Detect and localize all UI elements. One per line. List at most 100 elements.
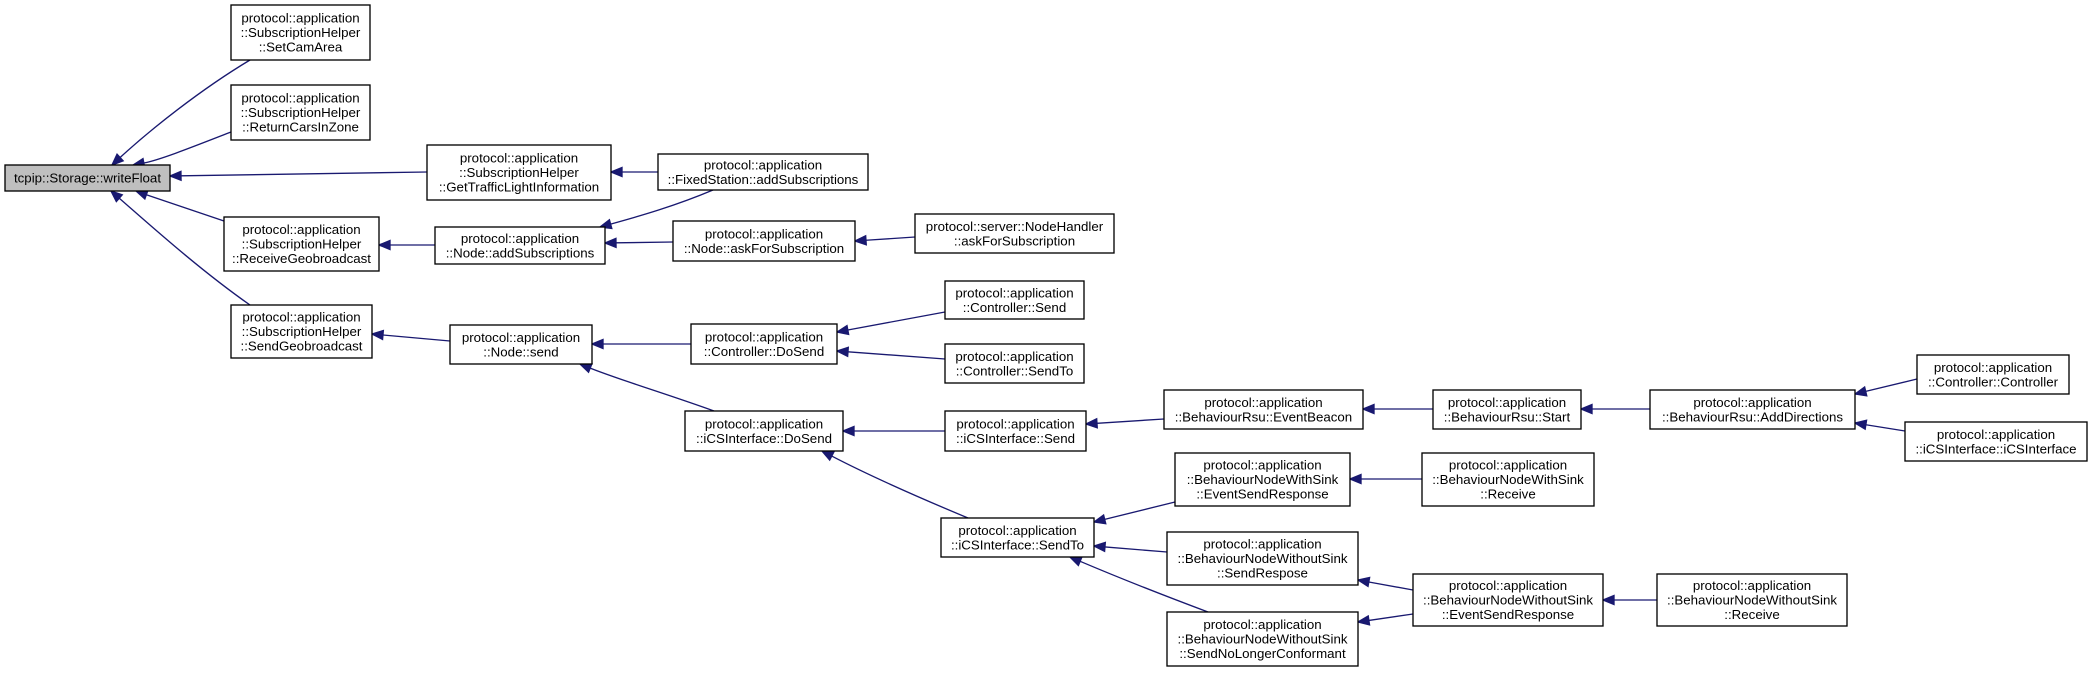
node-withsinkreceive[interactable]: protocol::application::BehaviourNodeWith… xyxy=(1421,452,1595,507)
node-ctrldosend[interactable]: protocol::application::Controller::DoSen… xyxy=(690,323,838,365)
arrowhead xyxy=(168,170,182,182)
node-writefloat[interactable]: tcpip::Storage::writeFloat xyxy=(4,164,171,192)
node-label-line: protocol::application xyxy=(705,416,823,431)
node-ctrlsend[interactable]: protocol::application::Controller::Send xyxy=(944,280,1085,320)
node-icsctor[interactable]: protocol::application::iCSInterface::iCS… xyxy=(1904,421,2088,462)
node-nodeaddsubs[interactable]: protocol::application::Node::addSubscrip… xyxy=(434,226,606,265)
call-graph-nodes: tcpip::Storage::writeFloatprotocol::appl… xyxy=(4,4,2088,667)
node-label-line: ::SubscriptionHelper xyxy=(242,237,362,252)
node-box xyxy=(1163,389,1364,430)
edge-line xyxy=(1368,613,1414,622)
node-box xyxy=(944,280,1085,320)
node-label-line: protocol::application xyxy=(242,310,360,325)
edge-ctrlsendto-to-ctrldosend xyxy=(835,346,946,360)
edge-line xyxy=(1865,424,1906,432)
node-box xyxy=(1412,573,1604,627)
edge-icssend-to-icsdosend xyxy=(841,425,945,437)
edge-line xyxy=(1096,418,1165,424)
node-withoutreceive[interactable]: protocol::application::BehaviourNodeWith… xyxy=(1656,573,1848,627)
edge-sendgeo-to-writefloat xyxy=(109,189,251,306)
edge-line xyxy=(847,311,946,331)
node-fixedstation[interactable]: protocol::application::FixedStation::add… xyxy=(657,153,869,191)
node-label-line: ::BehaviourRsu::Start xyxy=(1444,409,1571,424)
arrowhead xyxy=(109,189,124,203)
node-askforsub[interactable]: protocol::application::Node::askForSubsc… xyxy=(672,220,856,262)
node-label-line: ::iCSInterface::SendTo xyxy=(951,537,1084,552)
node-icsdosend[interactable]: protocol::application::iCSInterface::DoS… xyxy=(684,410,844,452)
edge-nodehandler-to-askforsub xyxy=(853,234,916,246)
node-label-line: protocol::application xyxy=(241,91,359,106)
node-nodesend[interactable]: protocol::application::Node::send xyxy=(449,324,593,365)
arrowhead xyxy=(1068,556,1083,567)
node-label-line: ::askForSubscription xyxy=(954,233,1075,248)
node-gettraffic[interactable]: protocol::application::SubscriptionHelpe… xyxy=(426,144,612,201)
arrowhead xyxy=(1356,576,1371,588)
edge-eventbeacon-to-icssend xyxy=(1084,417,1165,429)
node-nodehandler[interactable]: protocol::server::NodeHandler::askForSub… xyxy=(914,213,1115,254)
edge-receivegeo-to-writefloat xyxy=(134,189,225,222)
node-ctrlsendto[interactable]: protocol::application::Controller::SendT… xyxy=(944,343,1085,384)
node-label-line: protocol::application xyxy=(1203,617,1321,632)
arrowhead xyxy=(370,329,385,341)
arrowhead xyxy=(853,234,868,246)
node-withoutevent[interactable]: protocol::application::BehaviourNodeWith… xyxy=(1412,573,1604,627)
edge-line xyxy=(589,367,715,412)
node-icssendto[interactable]: protocol::application::iCSInterface::Sen… xyxy=(940,517,1095,558)
arrowhead xyxy=(1356,614,1371,626)
node-returncars[interactable]: protocol::application::SubscriptionHelpe… xyxy=(230,84,371,141)
node-adddirections[interactable]: protocol::application::BehaviourRsu::Add… xyxy=(1649,389,1856,430)
node-label-line: protocol::application xyxy=(1693,395,1811,410)
arrowhead xyxy=(841,425,855,437)
node-label-line: protocol::application xyxy=(1449,458,1567,473)
node-box xyxy=(434,226,606,265)
edge-returncars-to-writefloat xyxy=(131,131,232,169)
edge-line xyxy=(118,197,251,306)
arrowhead xyxy=(1601,594,1615,606)
node-label-line: ::BehaviourNodeWithSink xyxy=(1187,472,1339,487)
node-label-line: ::SubscriptionHelper xyxy=(241,25,361,40)
node-box xyxy=(230,84,371,141)
node-label-line: ::SubscriptionHelper xyxy=(242,324,362,339)
node-label-line: protocol::application xyxy=(955,349,1073,364)
node-label-line: protocol::application xyxy=(1203,537,1321,552)
arrowhead xyxy=(134,189,149,201)
node-label-line: ::Node::addSubscriptions xyxy=(446,245,595,260)
node-label-line: protocol::application xyxy=(705,226,823,241)
arrowhead xyxy=(1361,403,1375,415)
node-setcamarea[interactable]: protocol::application::SubscriptionHelpe… xyxy=(230,4,371,61)
node-label-line: protocol::application xyxy=(955,285,1073,300)
node-withoutnolonger[interactable]: protocol::application::BehaviourNodeWith… xyxy=(1166,611,1359,667)
node-sendgeo[interactable]: protocol::application::SubscriptionHelpe… xyxy=(230,304,373,359)
node-label-line: ::Receive xyxy=(1724,607,1779,622)
node-box xyxy=(4,164,171,192)
node-label-line: protocol::application xyxy=(956,416,1074,431)
edge-fixedstation-to-gettraffic xyxy=(609,166,658,178)
node-label-line: ::BehaviourNodeWithoutSink xyxy=(1178,551,1348,566)
node-label-line: protocol::application xyxy=(1934,360,2052,375)
edge-line xyxy=(1104,546,1168,553)
edge-withoutsendresp-to-icssendto xyxy=(1092,541,1168,553)
node-withsinkevent[interactable]: protocol::application::BehaviourNodeWith… xyxy=(1174,452,1351,507)
node-box xyxy=(672,220,856,262)
node-ctrlctor[interactable]: protocol::application::Controller::Contr… xyxy=(1916,354,2070,395)
node-box xyxy=(1649,389,1856,430)
node-withoutsendresp[interactable]: protocol::application::BehaviourNodeWith… xyxy=(1166,531,1359,586)
node-eventbeacon[interactable]: protocol::application::BehaviourRsu::Eve… xyxy=(1163,389,1364,430)
node-icssend[interactable]: protocol::application::iCSInterface::Sen… xyxy=(944,410,1087,452)
node-label-line: ::SendNoLongerConformant xyxy=(1179,646,1346,661)
edge-fixedstation-to-nodeaddsubs xyxy=(598,189,714,230)
edge-withsinkreceive-to-withsinkevent xyxy=(1348,473,1422,485)
node-label-line: protocol::application xyxy=(958,523,1076,538)
node-rsustart[interactable]: protocol::application::BehaviourRsu::Sta… xyxy=(1432,389,1582,430)
node-receivegeo[interactable]: protocol::application::SubscriptionHelpe… xyxy=(223,216,380,272)
edge-setcamarea-to-writefloat xyxy=(110,59,251,167)
edge-line xyxy=(1865,378,1918,393)
edge-line xyxy=(146,194,225,222)
edge-askforsub-to-nodeaddsubs xyxy=(603,237,674,249)
edge-line xyxy=(610,189,714,225)
node-label-line: ::Controller::Send xyxy=(963,300,1066,315)
node-label-line: ::SendRespose xyxy=(1217,566,1308,581)
arrowhead xyxy=(835,324,850,336)
node-label-line: ::ReturnCarsInZone xyxy=(242,120,359,135)
